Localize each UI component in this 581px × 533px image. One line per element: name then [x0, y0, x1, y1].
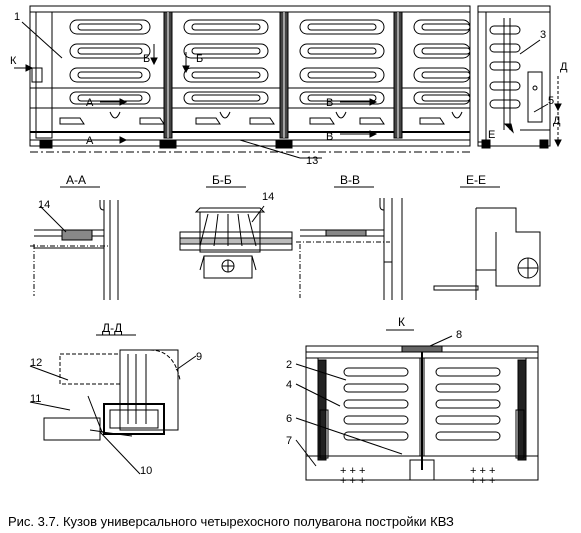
section-title-bb: Б-Б [212, 173, 232, 187]
side-view [14, 5, 471, 159]
section-title-dd: Д-Д [102, 321, 122, 335]
callout-13: 13 [306, 155, 318, 167]
section-dd [29, 349, 197, 475]
view-k [295, 335, 539, 481]
callout-10: 10 [140, 465, 152, 477]
panel-slots-3 [299, 19, 385, 105]
svg-text:+ + +: + + + [470, 475, 495, 487]
callout-1: 1 [14, 11, 20, 23]
figure-caption: Рис. 3.7. Кузов универсального четырехос… [8, 514, 454, 529]
marker-b1: Б [143, 53, 150, 65]
marker-b2: Б [196, 53, 203, 65]
section-vv [296, 198, 403, 300]
marker-a2: А [86, 135, 94, 147]
section-title-k: К [398, 315, 405, 329]
marker-e1: Е [488, 129, 495, 141]
callout-6: 6 [286, 413, 292, 425]
svg-text:+ + +: + + + [340, 465, 365, 477]
callout-2: 2 [286, 359, 292, 371]
section-title-vv: В-В [340, 173, 360, 187]
callout-5: 5 [548, 95, 554, 107]
marker-k-side: К [10, 55, 17, 67]
callout-11: 11 [30, 393, 41, 405]
end-view [477, 5, 562, 149]
marker-v1: В [326, 97, 333, 109]
rivet-marks: + + + + + + + + + + + + [340, 465, 495, 487]
marker-v2: В [326, 131, 333, 143]
panel-slots-4 [413, 19, 471, 105]
marker-a1: А [86, 97, 94, 109]
callout-12: 12 [30, 357, 42, 369]
marker-d-left: Д [553, 115, 561, 127]
panel-slots-2 [183, 19, 269, 105]
section-bb [179, 205, 293, 279]
section-title-aa: А-А [66, 173, 86, 187]
svg-text:+ + +: + + + [470, 465, 495, 477]
panel-slots-1 [69, 19, 151, 105]
callout-9: 9 [196, 351, 202, 363]
callout-14a: 14 [38, 199, 50, 211]
marker-d-right: Д [560, 61, 568, 73]
section-ee [433, 207, 541, 300]
callout-8: 8 [456, 329, 462, 341]
callout-4: 4 [286, 379, 292, 391]
callout-14b: 14 [262, 191, 274, 203]
svg-text:+ + +: + + + [340, 475, 365, 487]
callout-7: 7 [286, 435, 292, 447]
section-title-ee: Е-Е [466, 173, 486, 187]
callout-3: 3 [540, 29, 546, 41]
section-aa [30, 200, 119, 300]
